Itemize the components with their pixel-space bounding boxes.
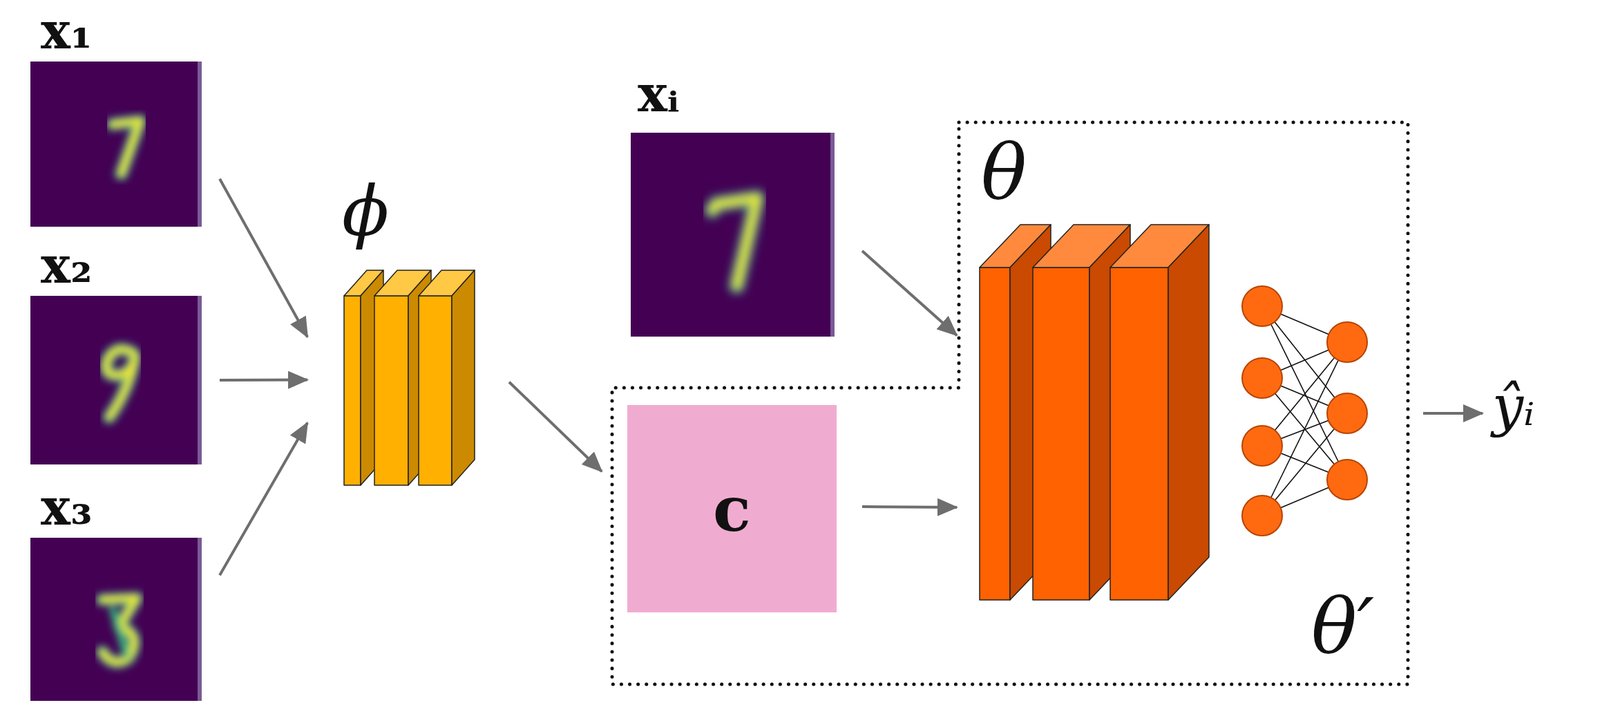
network-slabs bbox=[979, 224, 1209, 600]
flow-arrow bbox=[862, 250, 957, 336]
output-arrow bbox=[1423, 411, 1483, 415]
input-label: x₁ bbox=[40, 6, 92, 56]
parameter-symbol: ϕ bbox=[341, 176, 389, 246]
flow-arrow bbox=[219, 178, 308, 338]
encoder-block: ϕ bbox=[341, 270, 475, 485]
context-symbol: c bbox=[712, 477, 751, 540]
flow-arrow bbox=[862, 506, 957, 508]
query-image: xᵢ bbox=[630, 132, 835, 337]
digit-image bbox=[630, 132, 835, 337]
input-image: x₂ bbox=[30, 295, 202, 465]
input-label: x₃ bbox=[40, 482, 92, 532]
flow-arrow bbox=[219, 378, 308, 382]
parameter-symbol: θ′ bbox=[1311, 588, 1375, 665]
input-label: x₂ bbox=[40, 240, 92, 291]
input-image: x₁ bbox=[30, 61, 202, 227]
digit-image bbox=[30, 295, 202, 465]
encoder-slabs bbox=[344, 270, 475, 485]
parameter-symbol: θ bbox=[981, 134, 1027, 211]
digit-image bbox=[30, 61, 202, 227]
input-label: xᵢ bbox=[637, 69, 680, 119]
output-symbol: ŷᵢ bbox=[1492, 378, 1535, 434]
flow-arrow bbox=[219, 422, 308, 575]
input-image: x₃ bbox=[30, 537, 202, 701]
digit-image bbox=[30, 537, 202, 701]
flow-arrow bbox=[509, 382, 602, 472]
dense-layer bbox=[1242, 286, 1368, 536]
context-box: c bbox=[627, 404, 837, 613]
parameter-region: θ′ θ c bbox=[612, 122, 1408, 684]
